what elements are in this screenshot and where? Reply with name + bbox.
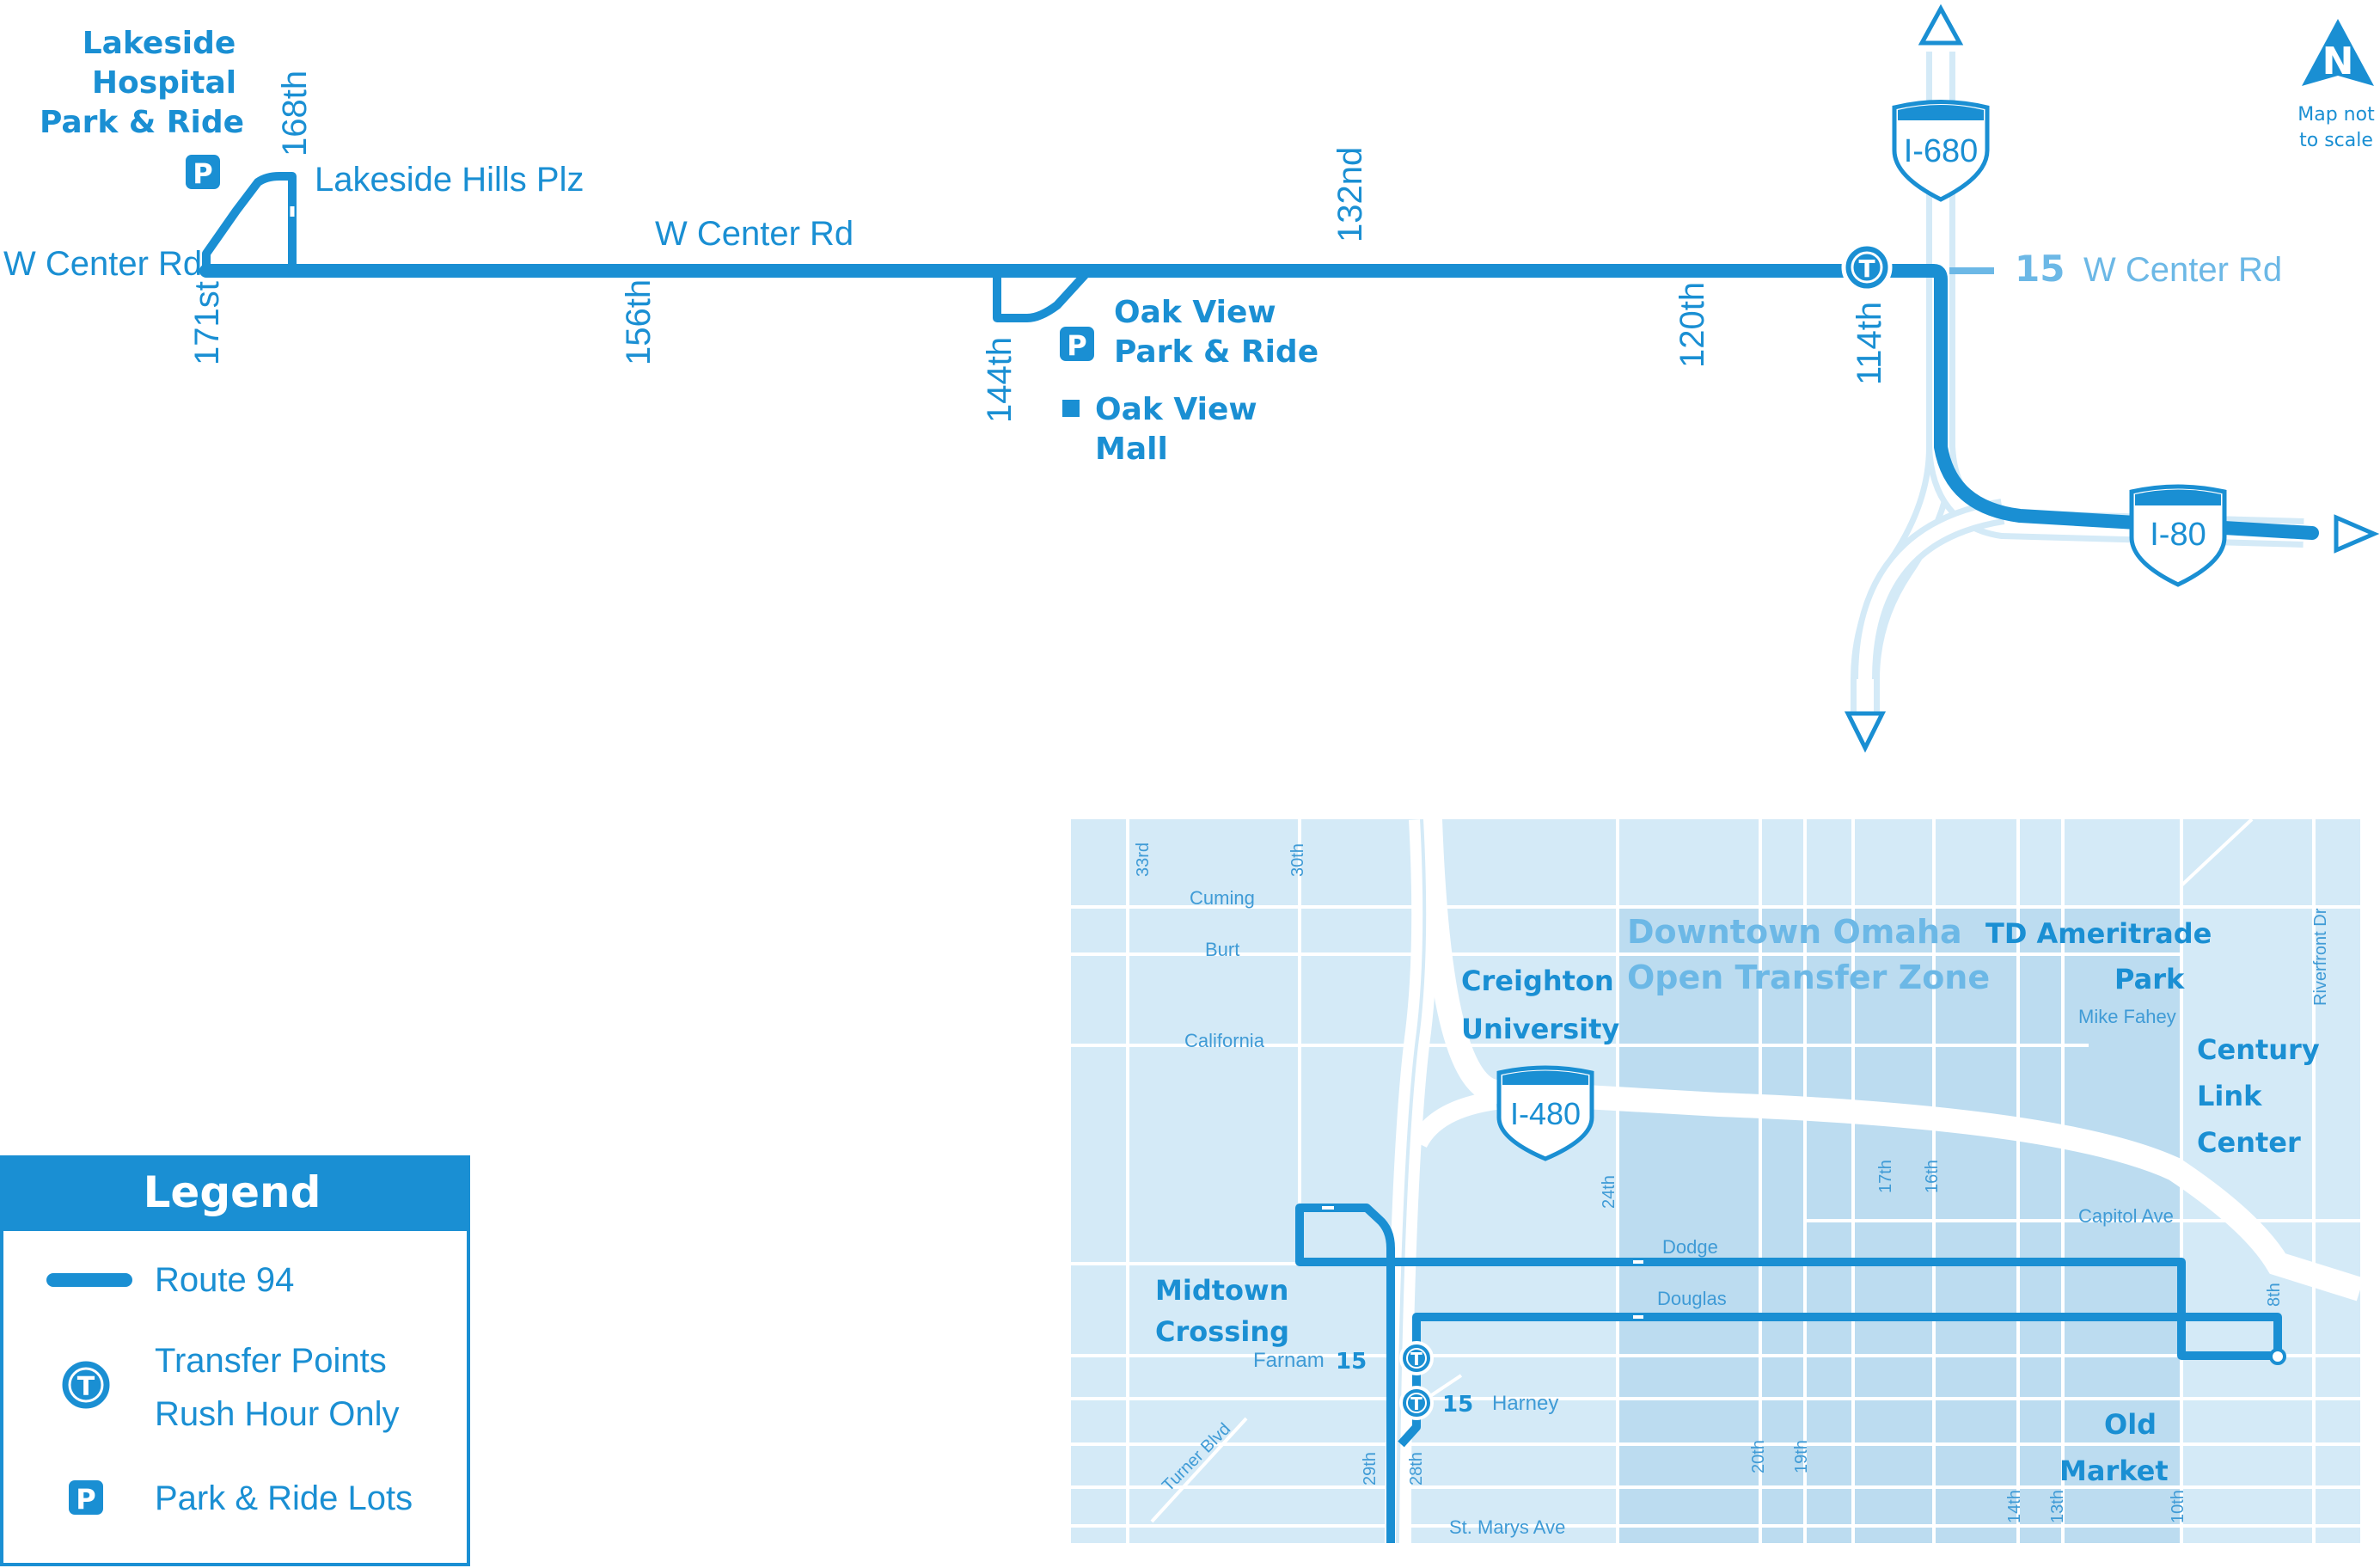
creighton-label-1: Creighton: [1461, 965, 1614, 997]
mall-marker-icon: [1062, 400, 1080, 417]
svg-text:Douglas: Douglas: [1657, 1288, 1727, 1309]
td-label-1: TD Ameritrade: [1985, 917, 2212, 950]
lakeside-label-1: Lakeside: [83, 26, 236, 61]
creighton-label-2: University: [1461, 1013, 1619, 1045]
svg-text:13th: 13th: [2048, 1490, 2067, 1523]
lakeside-hills-label: Lakeside Hills Plz: [315, 161, 584, 199]
svg-text:Farnam: Farnam: [1253, 1349, 1325, 1372]
route-15-number: 15: [2015, 248, 2065, 290]
svg-text:28th: 28th: [1407, 1452, 1426, 1485]
svg-text:Riverfront Dr: Riverfront Dr: [2311, 908, 2330, 1006]
svg-text:Harney: Harney: [1492, 1392, 1558, 1415]
midtown-label-1: Midtown: [1155, 1274, 1288, 1307]
transfer-point-icon: T: [58, 1357, 114, 1413]
inset-street-labels: 33rd 30th Cuming Burt California Mike Fa…: [1134, 842, 2330, 1538]
north-direction-arrow-icon: [1918, 3, 1964, 46]
farnam-transfer-icon: T: [1399, 1341, 1434, 1375]
scale-note-1: Map not: [2297, 104, 2375, 126]
park-ride-icon: P: [69, 1480, 103, 1516]
w-center-mid-label: W Center Rd: [655, 215, 853, 253]
svg-text:Mike Fahey: Mike Fahey: [2078, 1006, 2176, 1027]
svg-text:8th: 8th: [2265, 1283, 2284, 1307]
south-direction-arrow-icon: [1844, 711, 1887, 753]
svg-text:29th: 29th: [1361, 1452, 1380, 1485]
svg-text:St. Marys Ave: St. Marys Ave: [1449, 1516, 1565, 1538]
svg-text:P: P: [193, 157, 212, 190]
lakeside-label-3: Park & Ride: [40, 105, 244, 140]
century-label-2: Link: [2197, 1080, 2262, 1112]
i680-label: I-680: [1904, 133, 1979, 169]
svg-text:132nd: 132nd: [1331, 147, 1369, 242]
svg-text:Cuming: Cuming: [1190, 887, 1255, 909]
downtown-inset-map: I-480 T T Downtown Omaha Open Transfer Z…: [1071, 818, 2365, 1544]
century-label-1: Century: [2197, 1033, 2320, 1066]
legend-park-ride-label: Park & Ride Lots: [155, 1479, 413, 1517]
route-94-downtown-loop: [1295, 1204, 2282, 1543]
park-ride-icon: P: [186, 155, 220, 190]
oakview-mall-label-1: Oak View: [1095, 392, 1257, 427]
old-market-label-1: Old: [2104, 1408, 2157, 1441]
legend-transfer-1: Transfer Points: [155, 1342, 387, 1380]
lakeside-label-2: Hospital: [92, 65, 236, 101]
i480-shield-icon: I-480: [1496, 1065, 1594, 1161]
svg-text:Burt: Burt: [1205, 939, 1239, 960]
svg-text:114th: 114th: [1851, 302, 1888, 385]
legend-transfer-2: Rush Hour Only: [155, 1395, 400, 1433]
svg-text:156th: 156th: [620, 279, 658, 365]
svg-text:T: T: [1858, 254, 1875, 283]
svg-text:120th: 120th: [1673, 282, 1711, 368]
svg-text:P: P: [76, 1483, 95, 1516]
transfer-point-icon: T: [1841, 242, 1893, 293]
zone-label-2: Open Transfer Zone: [1627, 959, 1990, 996]
oakview-pr-label-2: Park & Ride: [1114, 334, 1318, 370]
old-market-label-2: Market: [2059, 1455, 2169, 1487]
svg-text:19th: 19th: [1792, 1440, 1811, 1473]
svg-text:14th: 14th: [2005, 1490, 2024, 1523]
route-15-name: W Center Rd: [2083, 251, 2282, 289]
svg-text:20th: 20th: [1749, 1440, 1768, 1473]
svg-text:10th: 10th: [2169, 1490, 2187, 1523]
north-arrow-icon: N: [2302, 19, 2374, 86]
svg-text:33rd: 33rd: [1134, 842, 1153, 877]
svg-text:30th: 30th: [1288, 843, 1307, 877]
i480-label: I-480: [1510, 1096, 1581, 1131]
td-label-2: Park: [2114, 963, 2185, 995]
svg-text:T: T: [1410, 1393, 1422, 1414]
w-center-west-label: W Center Rd: [3, 245, 202, 283]
century-label-3: Center: [2197, 1126, 2301, 1159]
north-letter: N: [2322, 40, 2354, 83]
harney-transfer-icon: T: [1399, 1386, 1434, 1420]
zone-label-1: Downtown Omaha: [1627, 913, 1962, 951]
svg-text:Capitol Ave: Capitol Ave: [2078, 1205, 2174, 1227]
svg-text:17th: 17th: [1876, 1160, 1895, 1193]
svg-text:24th: 24th: [1600, 1175, 1618, 1209]
harney-route-number: 15: [1442, 1392, 1473, 1418]
svg-text:Dodge: Dodge: [1662, 1236, 1718, 1258]
oakview-mall-label-2: Mall: [1095, 432, 1168, 467]
east-direction-arrow-icon: [2334, 514, 2380, 554]
svg-text:California: California: [1184, 1030, 1265, 1051]
scale-note-2: to scale: [2299, 130, 2373, 151]
svg-text:T: T: [1410, 1349, 1422, 1369]
legend-title: Legend: [144, 1167, 321, 1217]
svg-text:144th: 144th: [981, 337, 1019, 423]
svg-text:168th: 168th: [276, 70, 314, 156]
park-ride-icon: P: [1060, 327, 1094, 362]
midtown-label-2: Crossing: [1155, 1315, 1289, 1348]
svg-text:P: P: [1067, 329, 1086, 362]
i80-label: I-80: [2150, 517, 2206, 553]
route-94-line: [199, 172, 2319, 540]
i80-shield-icon: I-80: [2129, 484, 2227, 587]
i680-shield-icon: I-680: [1892, 100, 1990, 202]
svg-text:171st: 171st: [188, 281, 226, 365]
legend-route-label: Route 94: [155, 1261, 294, 1299]
cross-street-labels: 168th 171st 156th 144th 132nd 120th 114t…: [188, 70, 1888, 423]
svg-text:T: T: [77, 1372, 95, 1402]
farnam-route-number: 15: [1336, 1349, 1367, 1375]
legend-box: Legend Route 94 T Transfer Points Rush H…: [0, 1155, 470, 1566]
svg-text:16th: 16th: [1923, 1160, 1942, 1193]
oakview-pr-label-1: Oak View: [1114, 295, 1276, 330]
